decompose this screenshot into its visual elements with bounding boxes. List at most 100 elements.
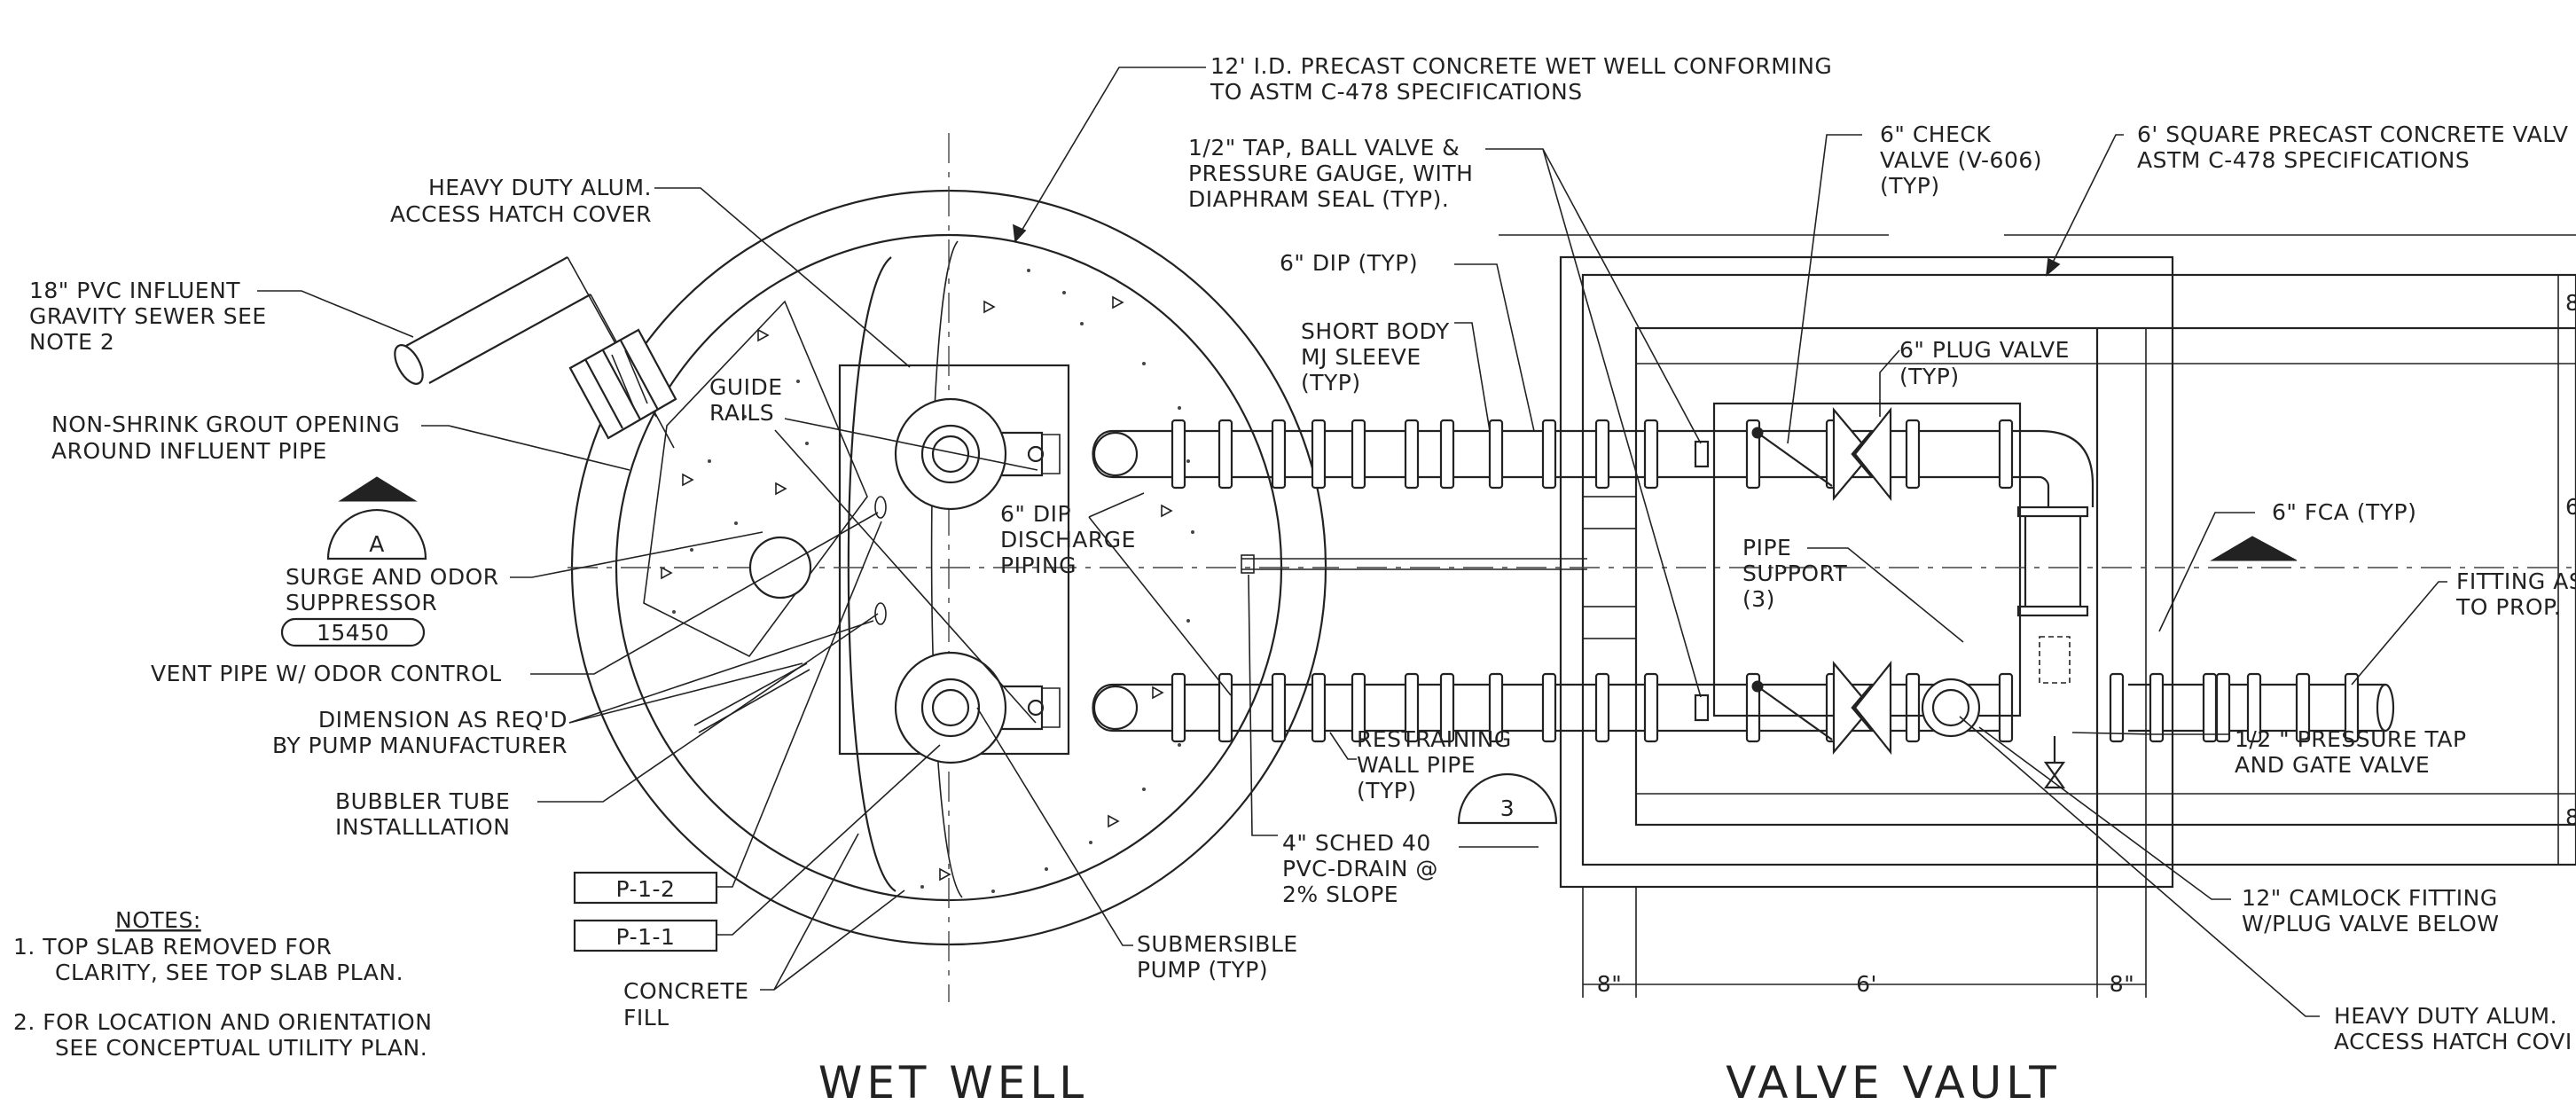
- vault-slab-outline: [1581, 273, 2576, 866]
- label-drain-2: PVC-DRAIN @: [1282, 856, 1438, 882]
- label-restraining-2: WALL PIPE: [1357, 752, 1476, 778]
- note-2-line-1: 2. FOR LOCATION AND ORIENTATION: [13, 1009, 432, 1035]
- label-fitting-2: TO PROP.: [2455, 594, 2561, 620]
- pipe-flange-lower-15: [2109, 672, 2125, 743]
- label-hatch-cover-2: ACCESS HATCH COVER: [390, 201, 652, 227]
- section-arrow-right: [2210, 536, 2298, 561]
- wet-well: [394, 133, 1587, 1002]
- title-valve-vault: VALVE VAULT: [1726, 1057, 2061, 1105]
- label-pressure-tap-1: 1/2 " PRESSURE TAP: [2235, 726, 2467, 752]
- bubbler-tube-line: [693, 662, 810, 733]
- label-grout-1: NON-SHRINK GROUT OPENING: [51, 411, 400, 437]
- vent-pipe: [874, 496, 887, 519]
- pipe-flange-lower-7: [1488, 672, 1504, 743]
- label-tap-2: PRESSURE GAUGE, WITH: [1188, 161, 1473, 186]
- label-hatch-cover-1: HEAVY DUTY ALUM.: [428, 175, 652, 200]
- pipe-flange-upper-4: [1351, 419, 1366, 490]
- pipe-flange-lower-18: [2215, 672, 2231, 743]
- label-wet-well-concrete-2: TO ASTM C-478 SPECIFICATIONS: [1210, 79, 1583, 105]
- plug-valve-lower: [1832, 660, 1892, 756]
- concrete-fill-crescent-inner: [930, 240, 963, 898]
- label-section-a: A: [369, 531, 385, 557]
- label-pump-tag-1: P-1-1: [616, 924, 676, 950]
- label-fitting-1: FITTING AS: [2456, 568, 2576, 594]
- label-vault-hatch-1: HEAVY DUTY ALUM.: [2334, 1003, 2557, 1029]
- note-2-line-2: SEE CONCEPTUAL UTILITY PLAN.: [55, 1035, 427, 1061]
- label-tap-3: DIAPHRAM SEAL (TYP).: [1188, 186, 1449, 212]
- section-3-marker: [1457, 772, 1558, 848]
- concrete-stipple: [661, 295, 1173, 882]
- pipe-flange-lower-10: [1643, 672, 1659, 743]
- notes-heading: NOTES:: [115, 907, 201, 933]
- label-influent-3: NOTE 2: [29, 329, 114, 355]
- label-surge-tag: 15450: [317, 620, 389, 646]
- drawing-titles: WET WELL VALVE VAULT: [818, 1057, 2061, 1105]
- pipe-flange-lower-9: [1594, 672, 1610, 743]
- note-1-line-1: 1. TOP SLAB REMOVED FOR: [13, 934, 332, 960]
- pipe-flange-lower-6: [1439, 672, 1455, 743]
- label-fca: 6" FCA (TYP): [2272, 499, 2416, 525]
- submersible-pump-lower: [894, 651, 1061, 764]
- tap-gauge-lower: [1694, 694, 1710, 722]
- section-a-marker: [326, 476, 427, 560]
- notes: NOTES: 1. TOP SLAB REMOVED FOR CLARITY, …: [13, 907, 432, 1061]
- label-influent-2: GRAVITY SEWER SEE: [29, 303, 267, 329]
- label-influent-1: 18" PVC INFLUENT: [29, 278, 240, 303]
- label-dim-8-bottom-right: 8': [2565, 804, 2576, 830]
- label-restraining-3: (TYP): [1357, 778, 1417, 803]
- label-plug-valve-1: 6" PLUG VALVE: [1899, 337, 2070, 363]
- label-submersible-2: PUMP (TYP): [1137, 957, 1268, 983]
- label-check-valve-3: (TYP): [1880, 173, 1940, 199]
- pipe-flange-upper-0: [1171, 419, 1186, 490]
- label-concrete-fill-2: FILL: [623, 1005, 669, 1031]
- label-drain-3: 2% SLOPE: [1282, 882, 1398, 907]
- label-dim-6-right: 6': [2565, 494, 2576, 520]
- pipe-flange-lower-4: [1351, 672, 1366, 743]
- pipe-flange-upper-6: [1439, 419, 1455, 490]
- label-bubbler-2: INSTALLLATION: [335, 814, 510, 840]
- pipe-flange-upper-10: [1643, 419, 1659, 490]
- pipe-flange-upper-9: [1594, 419, 1610, 490]
- influent-pipe: [394, 256, 677, 449]
- note-1-line-2: CLARITY, SEE TOP SLAB PLAN.: [55, 960, 403, 985]
- pump-tag-box-1: [573, 919, 718, 952]
- label-dim-8-left: 8": [1597, 971, 1622, 997]
- label-pressure-tap-2: AND GATE VALVE: [2235, 752, 2430, 778]
- pump-tag-box-2: [573, 871, 718, 905]
- pipe-flange-lower-5: [1404, 672, 1420, 743]
- label-tap-1: 1/2" TAP, BALL VALVE &: [1188, 135, 1460, 161]
- drain-pipe: [1241, 558, 1587, 570]
- pipe-flange-upper-8: [1541, 419, 1557, 490]
- label-dim-6: 6': [1856, 971, 1877, 997]
- pipe-flange-lower-3: [1311, 672, 1327, 743]
- concrete-fill-left: [643, 300, 868, 658]
- camlock-fitting: [1921, 678, 1981, 738]
- label-short-body-3: (TYP): [1301, 370, 1361, 396]
- bubbler-tube: [874, 602, 887, 625]
- label-square-vault-1: 6' SQUARE PRECAST CONCRETE VALV: [2137, 121, 2569, 147]
- pipe-flange-upper-1: [1218, 419, 1233, 490]
- label-guide-rails-1: GUIDE: [709, 374, 783, 400]
- label-restraining-1: RESTRAINING: [1357, 726, 1512, 752]
- pipe-flange-upper-2: [1271, 419, 1287, 490]
- pipe-flange-lower-19: [2246, 672, 2262, 743]
- valve-vault-labels: 1/2" TAP, BALL VALVE & PRESSURE GAUGE, W…: [1188, 121, 2576, 1054]
- label-pipe-support-1: PIPE: [1742, 535, 1791, 560]
- concrete-dots: [672, 269, 1194, 893]
- label-plug-valve-2: (TYP): [1899, 364, 1960, 389]
- label-check-valve-2: VALVE (V-606): [1880, 147, 2042, 173]
- pipe-flange-lower-13: [1905, 672, 1921, 743]
- pipe-flange-upper-3: [1311, 419, 1327, 490]
- label-vault-hatch-2: ACCESS HATCH COVI: [2334, 1029, 2572, 1054]
- label-surge-2: SUPPRESSOR: [286, 590, 437, 615]
- surge-tag-box: [280, 617, 426, 647]
- plug-valve-upper: [1832, 406, 1892, 502]
- label-pump-tag-2: P-1-2: [616, 876, 676, 902]
- label-pipe-support-3: (3): [1742, 586, 1775, 612]
- pipe-flange-lower-8: [1541, 672, 1557, 743]
- label-discharge-1: 6" DIP: [1000, 501, 1071, 527]
- pipe-flange-lower-21: [2344, 672, 2360, 743]
- tap-gauge-upper: [1694, 440, 1710, 468]
- pipe-flange-lower-16: [2149, 672, 2165, 743]
